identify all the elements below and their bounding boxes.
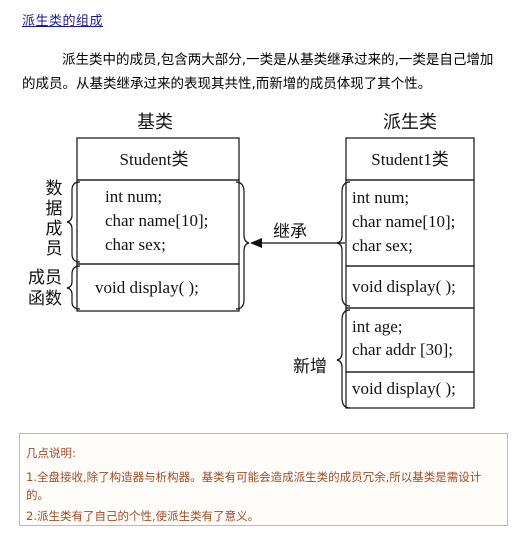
derived-new-brace [336,309,351,409]
base-data-line: char name[10]; [105,211,208,230]
intro-line-1: 派生类中的成员,包含两大部分,一类是从基类继承过来的,一类是自己增加 [62,52,494,68]
base-caption: 基类 [137,112,173,133]
new-data-line: char addr [30]; [352,340,453,359]
derived-data-line: char name[10]; [352,212,455,231]
derived-class-name: Student1类 [371,150,448,169]
note-item-2: 2.派生类有了自己的个性,使派生类有了意义。 [26,509,260,523]
derived-data-line: char sex; [352,236,413,255]
base-func-box [76,263,240,312]
base-data-line: int num; [105,187,162,206]
notes-heading: 几点说明: [26,446,76,460]
derived-new-func-box [345,371,475,409]
base-data-box [76,179,240,265]
base-name-box [76,137,240,181]
note-item-1: 1.全盘接收,除了构造器与析构器。基类有可能会造成派生类的成员冗余,所以基类是需… [26,470,482,502]
inherit-label: 继承 [273,222,307,242]
derived-func-line: void display( ); [352,277,456,296]
derived-caption: 派生类 [383,112,437,133]
data-members-char: 成 [46,219,63,239]
page-title: 派生类的组成 [22,14,104,29]
intro-paragraph: 派生类中的成员,包含两大部分,一类是从基类继承过来的,一类是自己增加 的成员。从… [22,48,500,96]
new-func-line: void display( ); [352,379,456,398]
func-brace-left [66,265,81,310]
data-brace-left [66,181,81,263]
notes-box: 几点说明: 1.全盘接收,除了构造器与析构器。基类有可能会造成派生类的成员冗余,… [19,433,508,526]
base-brace-right [235,181,250,310]
derived-name-box [345,137,475,181]
base-data-line: char sex; [105,235,166,254]
derived-new-data-box [345,307,475,373]
function-members-label: 函数 [28,289,62,309]
derived-data-line: int num; [352,188,409,207]
inherit-arrowhead [250,238,262,248]
base-func-line: void display( ); [95,278,199,297]
data-members-char: 数 [46,179,63,199]
data-members-char: 据 [46,199,63,219]
function-members-label: 成员 [28,268,62,288]
derived-inherited-brace [336,181,351,307]
base-class-name: Student类 [120,150,189,169]
data-members-char: 员 [46,239,63,259]
new-label: 新增 [293,357,327,377]
intro-line-2: 的成员。从基类继承过来的表现其共性,而新增的成员体现了其个性。 [22,76,432,92]
new-data-line: int age; [352,317,403,336]
derived-inherited-data-box [345,179,475,267]
derived-inherited-func-box [345,265,475,309]
